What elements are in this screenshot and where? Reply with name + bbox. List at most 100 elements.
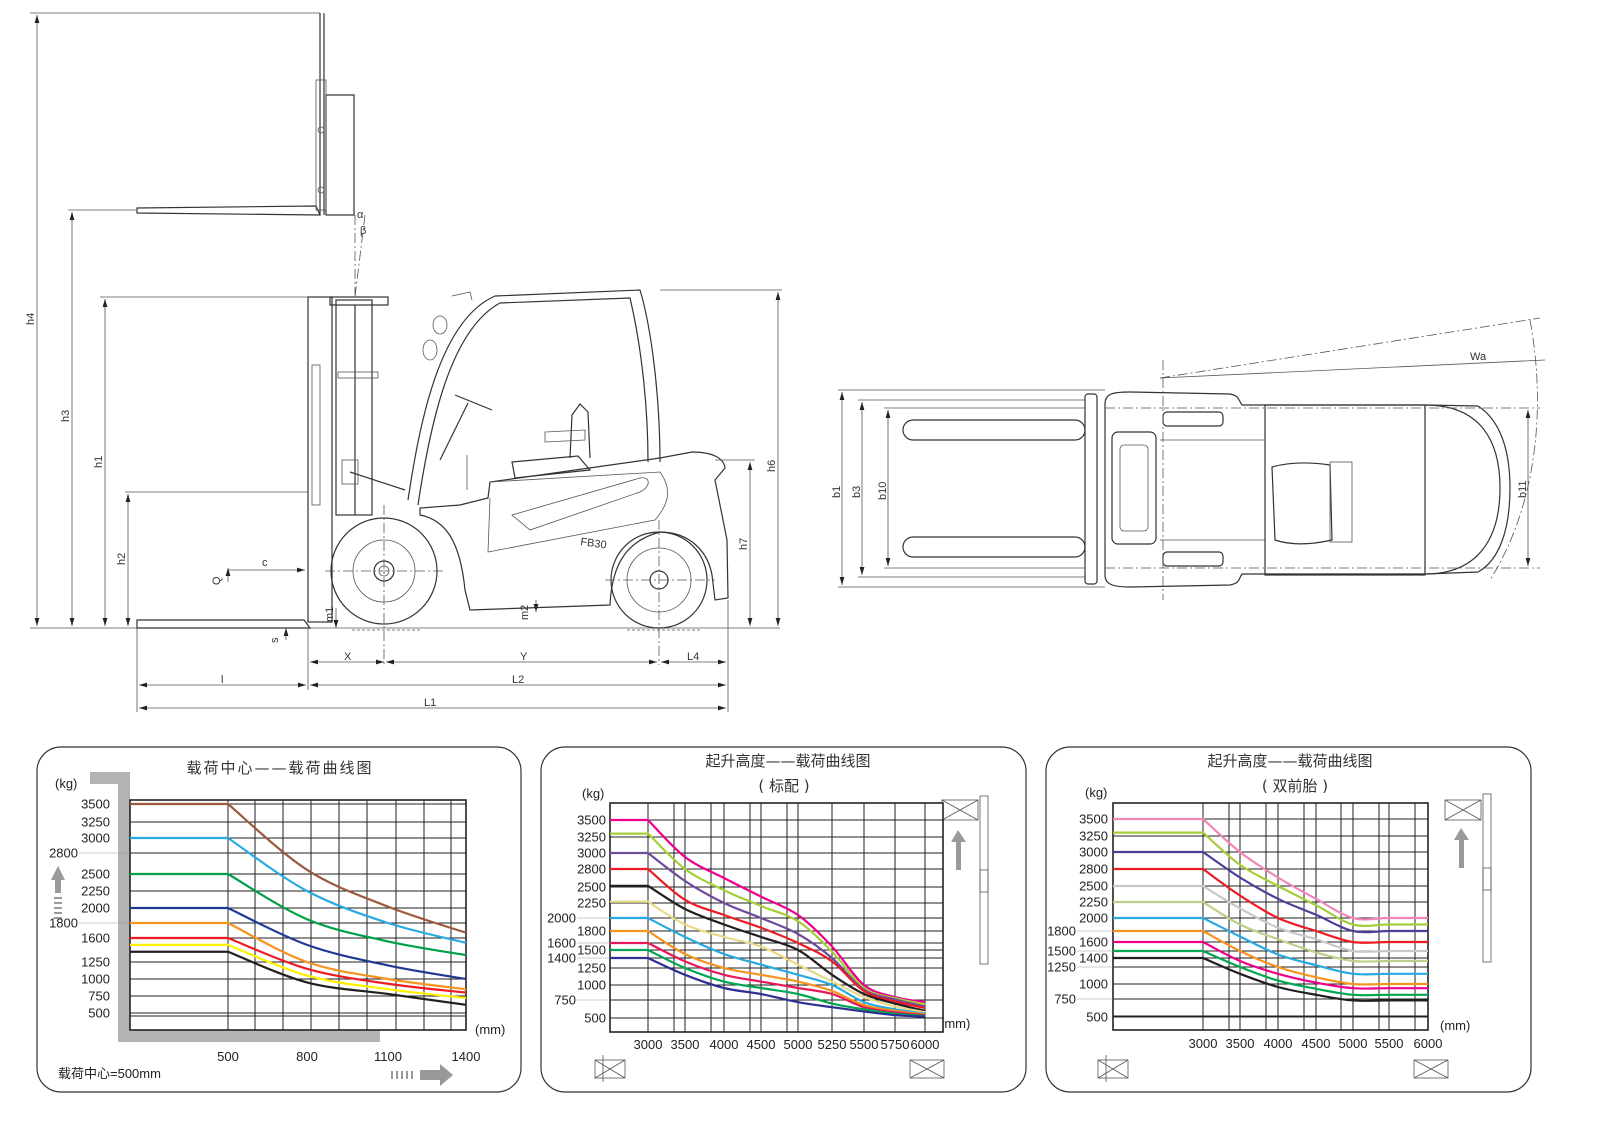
series-line-3500	[130, 802, 467, 934]
series-line-1600	[130, 936, 467, 994]
truck-body: FB30	[419, 451, 729, 611]
y-tick-label: 500	[584, 1011, 606, 1026]
x-tick-label: 5750	[881, 1037, 910, 1052]
y-tick-label: 3000	[81, 831, 110, 846]
dim-h2: h2	[116, 553, 128, 565]
x-tick-label: 5000	[784, 1037, 813, 1052]
series-line-1400	[610, 956, 926, 1018]
load-box-tilted-icon	[909, 1059, 945, 1079]
y-tick-label: 1250	[81, 955, 110, 970]
dim-L2: L2	[512, 674, 524, 686]
x-tick-label: 1400	[452, 1049, 481, 1064]
dim-h1: h1	[93, 456, 105, 468]
y-tick-label: 2250	[81, 884, 110, 899]
seat	[511, 403, 592, 479]
chart-3-x-unit: (mm)	[1440, 1018, 1470, 1033]
dim-m2: m2	[519, 605, 531, 620]
dim-h4: h4	[25, 313, 37, 325]
y-tick-label: 2250	[1079, 895, 1108, 910]
series-line-1500	[130, 943, 467, 1000]
dim-b3: b3	[851, 486, 863, 498]
y-tick-label: 1500	[577, 943, 606, 958]
series-line-2250	[1113, 900, 1428, 963]
chart-2-lift-height-standard: 起升高度——载荷曲线图 ( 标配 ) (kg) (mm) 35003250300…	[540, 746, 1027, 1093]
y-tick-label: 500	[88, 1006, 110, 1021]
series-line-3500	[610, 818, 926, 1004]
dim-Y: Y	[520, 651, 528, 663]
series-line-3000	[1113, 850, 1428, 934]
y-tick-label: 3250	[1079, 829, 1108, 844]
y-tick-label: 3500	[81, 797, 110, 812]
chart-1-footnote: 载荷中心=500mm	[58, 1066, 161, 1081]
y-tick-label: 750	[554, 993, 576, 1008]
y-tick-label: 1500	[1047, 944, 1076, 959]
dim-l: l	[221, 674, 223, 686]
chart-1-y-unit: (kg)	[55, 776, 77, 791]
series-line-1800	[610, 929, 926, 1016]
series-line-1400	[1113, 956, 1428, 1002]
y-tick-label: 3250	[81, 815, 110, 830]
series-line-1500	[1113, 949, 1428, 997]
dim-alpha: α	[357, 209, 364, 221]
series-line-3000	[610, 851, 926, 1008]
dim-b1: b1	[831, 486, 843, 498]
dim-m1: m1	[324, 607, 336, 622]
series-line-2800	[610, 867, 926, 1009]
rear-wheel	[605, 520, 715, 665]
y-tick-label: 1250	[1047, 960, 1076, 975]
dim-Q: Q	[211, 576, 223, 585]
y-tick-label: 2800	[49, 846, 78, 861]
mast-raised-icon	[941, 795, 989, 965]
y-tick-label: 1250	[577, 961, 606, 976]
y-tick-label: 500	[1086, 1010, 1108, 1025]
y-tick-label: 2800	[1079, 862, 1108, 877]
series-line-1600	[610, 941, 926, 1017]
top-view-drawing: b1 b3 b10 b11 Wa	[831, 317, 1546, 600]
x-tick-label: 5250	[818, 1037, 847, 1052]
y-tick-label: 2000	[81, 901, 110, 916]
y-tick-label: 1800	[577, 924, 606, 939]
series-line-2800	[1113, 867, 1428, 944]
series-line-3000	[130, 836, 467, 944]
x-tick-label: 1100	[374, 1049, 402, 1064]
dim-beta: β	[360, 225, 366, 237]
series-line-2500	[130, 872, 467, 957]
y-tick-label: 2000	[1079, 911, 1108, 926]
y-tick-label: 750	[88, 989, 110, 1004]
series-line-2500	[1113, 884, 1428, 953]
overhead-guard	[407, 289, 661, 506]
series-line-1500	[610, 948, 926, 1017]
series-line-2250	[610, 900, 926, 1014]
series-line-1600	[1113, 940, 1428, 990]
y-tick-label: 1400	[547, 951, 576, 966]
x-tick-label: 5500	[850, 1037, 879, 1052]
x-tick-label: 5500	[1375, 1036, 1404, 1051]
y-tick-label: 1000	[81, 972, 110, 987]
side-view-drawing: FB30	[25, 12, 782, 712]
series-line-2000	[130, 906, 467, 981]
y-tick-label: 2800	[577, 862, 606, 877]
y-tick-label: 1600	[81, 931, 110, 946]
mast	[136, 214, 406, 629]
x-tick-label: 4000	[1264, 1036, 1293, 1051]
load-box-low-icon	[1097, 1055, 1129, 1082]
dim-b10: b10	[877, 482, 889, 500]
y-tick-label: 1600	[1079, 935, 1108, 950]
series-line-1400	[130, 950, 467, 1006]
horizontal-dimensions	[136, 600, 729, 712]
series-line-2000	[1113, 916, 1428, 976]
x-tick-label: 4500	[747, 1037, 776, 1052]
y-tick-label: 1000	[577, 978, 606, 993]
x-tick-label: 3500	[671, 1037, 700, 1052]
dim-h7: h7	[738, 538, 750, 550]
y-tick-label: 3500	[577, 813, 606, 828]
x-tick-label: 6000	[911, 1037, 940, 1052]
front-wheel	[325, 505, 445, 665]
mast-raised-icon	[1444, 793, 1492, 963]
chart-3-title: 起升高度——载荷曲线图	[1207, 752, 1372, 770]
y-tick-label: 1600	[547, 936, 576, 951]
series-line-3300	[1113, 831, 1428, 928]
y-tick-label: 750	[1054, 992, 1076, 1007]
up-arrow-icon	[51, 866, 65, 893]
